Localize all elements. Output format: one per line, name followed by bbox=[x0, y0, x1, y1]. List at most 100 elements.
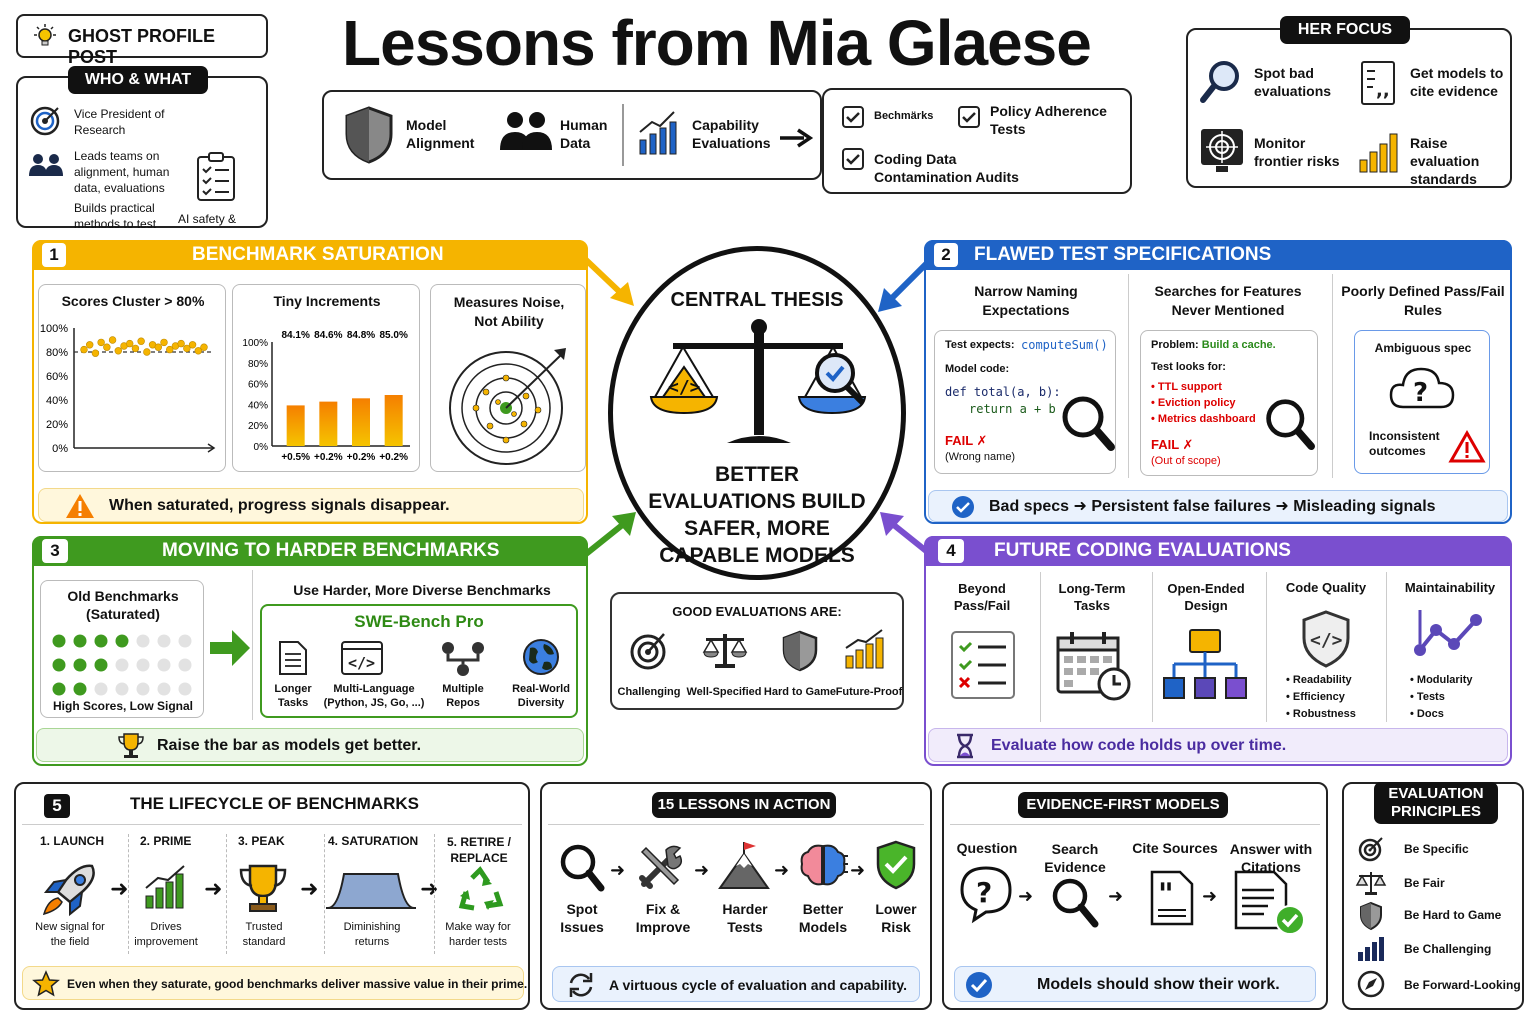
checkbox-icon bbox=[842, 148, 864, 170]
scatter-point bbox=[188, 341, 197, 349]
question-bubble-icon: ? bbox=[960, 866, 1012, 924]
card-code: return a + b bbox=[969, 402, 1056, 416]
good-title: GOOD EVALUATIONS ARE: bbox=[672, 604, 842, 619]
citation-doc-icon: ,, bbox=[1361, 61, 1395, 105]
bar bbox=[286, 405, 305, 446]
increment-label: +0.2% bbox=[347, 452, 376, 463]
footer-text: Models should show their work. bbox=[1037, 976, 1280, 993]
shield-icon bbox=[345, 106, 393, 164]
focus-item: Spot bad evaluations bbox=[1254, 65, 1332, 99]
who-item: Leads teams on alignment, human data, ev… bbox=[74, 149, 170, 195]
feature-item: • TTL support bbox=[1151, 381, 1222, 393]
who-item: Vice President of Research bbox=[74, 107, 165, 137]
swe-title: SWE-Bench Pro bbox=[354, 612, 484, 631]
magnifier-icon bbox=[1266, 399, 1315, 451]
good-item: Well-Specified bbox=[686, 686, 762, 698]
section-header: 3 MOVING TO HARDER BENCHMARKS bbox=[32, 536, 588, 566]
good-item: Hard to Game bbox=[763, 686, 837, 698]
swe-bench-panel: SWE-Bench Pro Longer Tasks </> Multi-Lan… bbox=[260, 604, 578, 718]
scatter-point bbox=[91, 349, 100, 357]
principles-title: EVALUATION PRINCIPLES bbox=[1374, 782, 1498, 824]
lesson-step: Lower Risk bbox=[875, 901, 917, 935]
svg-text:</>: </> bbox=[1310, 630, 1343, 651]
column-title: Beyond Pass/Fail bbox=[953, 581, 1011, 613]
y-tick-label: 80% bbox=[46, 347, 68, 359]
central-thesis: CENTRAL THESIS </> BETTER EVALUATIONS BU… bbox=[608, 246, 906, 580]
score-dot bbox=[178, 682, 192, 696]
section-number: 5 bbox=[44, 794, 70, 818]
card-label: Test looks for: bbox=[1151, 361, 1226, 373]
section-header: 2 FLAWED TEST SPECIFICATIONS bbox=[924, 240, 1512, 270]
section-footer: Raise the bar as models get better. bbox=[36, 728, 584, 762]
column-title: Long-Term Tasks bbox=[1058, 581, 1126, 613]
mountain-flag-icon bbox=[718, 842, 770, 889]
scatter-point bbox=[154, 343, 162, 351]
score-dot bbox=[94, 682, 108, 696]
who-box: WHO & WHAT Vice President of Research Le… bbox=[16, 66, 268, 231]
panel-title: Tiny Increments bbox=[273, 293, 381, 309]
section-footer: Even when they saturate, good benchmarks… bbox=[22, 966, 527, 1000]
quote-document-icon: " bbox=[1150, 870, 1194, 926]
area-label: Human Data bbox=[560, 117, 608, 151]
score-dot bbox=[94, 634, 108, 648]
magnifier-icon bbox=[560, 844, 605, 892]
focus-box: HER FOCUS Spot bad evaluations ,, Get mo… bbox=[1186, 16, 1512, 188]
section-title: THE LIFECYCLE OF BENCHMARKS bbox=[130, 794, 419, 813]
score-dot bbox=[115, 634, 129, 648]
ambiguous-card: Ambiguous spec ? Inconsistent outcomes bbox=[1354, 330, 1490, 474]
section-header: 1 BENCHMARK SATURATION bbox=[32, 240, 588, 270]
fail-label: FAIL ✗ bbox=[1151, 437, 1194, 452]
arrow-s2-icon bbox=[878, 259, 931, 312]
divider bbox=[226, 834, 227, 954]
lessons-title: 15 LESSONS IN ACTION bbox=[652, 792, 836, 818]
thesis-title: CENTRAL THESIS bbox=[670, 289, 844, 311]
bar-value-label: 84.1% bbox=[281, 330, 309, 341]
scatter-point bbox=[183, 344, 191, 353]
svg-text:</>: </> bbox=[668, 377, 701, 398]
scatter-point bbox=[143, 348, 151, 356]
increment-label: +0.2% bbox=[314, 452, 343, 463]
score-dot bbox=[136, 634, 150, 648]
magnifier-icon bbox=[1052, 878, 1099, 928]
y-tick-label: 40% bbox=[248, 400, 268, 411]
scatter-point bbox=[97, 338, 105, 347]
feature-item: • Eviction policy bbox=[1151, 397, 1236, 409]
section-number: 2 bbox=[934, 243, 958, 267]
repos-icon bbox=[442, 642, 484, 676]
question-cloud-icon: ? bbox=[1389, 367, 1455, 409]
principles-box: EVALUATION PRINCIPLES Be Specific Be Fai… bbox=[1342, 782, 1524, 1010]
magnifier-icon bbox=[1200, 61, 1239, 103]
card-label: Test expects: bbox=[945, 339, 1015, 351]
section-footer: A virtuous cycle of evaluation and capab… bbox=[552, 966, 920, 1002]
section-title: FLAWED TEST SPECIFICATIONS bbox=[974, 244, 1272, 265]
score-dot bbox=[52, 682, 66, 696]
svg-text:": " bbox=[1158, 877, 1174, 912]
who-item: AI safety & bbox=[178, 212, 237, 226]
focus-item: Monitor frontier risks bbox=[1254, 135, 1340, 169]
arrow-s1-icon bbox=[581, 255, 634, 306]
divider bbox=[1266, 572, 1267, 722]
section-footer: Models should show their work. bbox=[954, 966, 1316, 1002]
y-tick-label: 60% bbox=[46, 371, 68, 383]
bar-chart: 100%80%60%40%20%0%84.1%+0.5%84.6%+0.2%84… bbox=[242, 330, 410, 463]
compass-icon bbox=[1357, 970, 1385, 998]
section-title: FUTURE CODING EVALUATIONS bbox=[994, 540, 1291, 561]
y-tick-label: 0% bbox=[52, 443, 68, 455]
shield-icon bbox=[1360, 901, 1382, 931]
evidence-step: Question bbox=[956, 840, 1018, 856]
growth-chart-icon bbox=[145, 865, 185, 909]
shield-check-icon bbox=[876, 840, 916, 890]
target-icon bbox=[30, 106, 60, 136]
arrow: ➜ bbox=[420, 876, 439, 901]
column-title: Searches for Features Never Mentioned bbox=[1154, 283, 1302, 318]
arrow: ➜ bbox=[694, 860, 710, 880]
divider bbox=[1128, 274, 1129, 478]
graph-nodes-icon bbox=[1414, 610, 1482, 656]
trophy-icon bbox=[118, 733, 144, 758]
y-tick-label: 60% bbox=[248, 380, 268, 391]
footer-text: Evaluate how code holds up over time. bbox=[991, 737, 1287, 754]
score-dot bbox=[94, 658, 108, 672]
footer-text: When saturated, progress signals disappe… bbox=[109, 497, 450, 514]
arrow-s4-icon bbox=[880, 512, 932, 557]
svg-text:</>: </> bbox=[348, 654, 375, 672]
